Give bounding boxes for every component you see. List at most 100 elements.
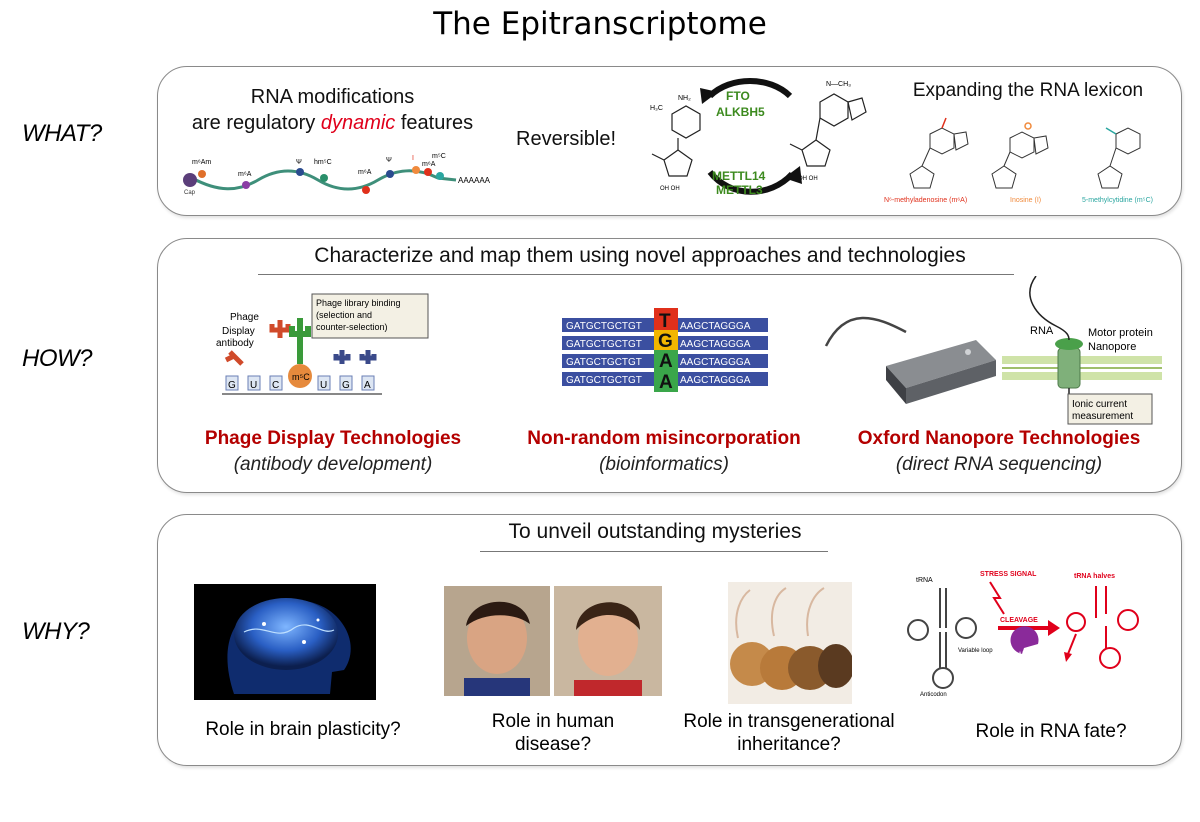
- child-2-shirt: [574, 680, 642, 696]
- m5c-methyl: [1105, 127, 1117, 135]
- usb-cable: [824, 316, 907, 347]
- base-6: G: [342, 380, 350, 391]
- lexicon-m5c: 5-methylcytidine (m⁵C): [1082, 197, 1153, 204]
- left-mol-nh2: NH₂: [678, 95, 691, 102]
- read-left-4: GATGCTGCTGT: [566, 375, 642, 386]
- why-header: To unveil outstanding mysteries: [508, 520, 802, 543]
- mouse-tail-2: [770, 587, 787, 637]
- nanopore-subtitle: (direct RNA sequencing): [895, 454, 1103, 475]
- phage-label-2: Display: [222, 326, 255, 337]
- antibody-blue-1: [333, 350, 351, 364]
- mod-dot-7: [412, 166, 420, 174]
- mod-dot-3: [296, 168, 304, 176]
- why-caption-brain: Role in brain plasticity?: [205, 719, 401, 740]
- lipid-membrane: [1002, 356, 1162, 380]
- col-base-a2: A: [659, 372, 673, 392]
- base-box-2: [247, 375, 261, 391]
- lexicon-molecules: N⁶-methyladenosine (m⁶A) Inosine (I) 5-m…: [884, 117, 1153, 204]
- motor-protein-label: Motor protein: [1088, 327, 1153, 339]
- nanopore-rna-label: RNA: [1030, 325, 1054, 337]
- mod-dot-9: [436, 172, 444, 180]
- side-label-why: WHY?: [22, 618, 90, 645]
- dynamic-word: dynamic: [320, 112, 396, 134]
- misinc-title: Non-random misincorporation: [527, 428, 801, 449]
- rna-strand: [191, 169, 457, 191]
- why-caption-inheritance: Role in transgenerational inheritance?: [683, 711, 895, 755]
- base-2: U: [250, 380, 257, 391]
- reversible-label: Reversible!: [516, 128, 617, 150]
- base-box-1: [225, 375, 239, 391]
- phage-callout-2: (selection and: [316, 310, 372, 320]
- ionic-current-2: measurement: [1072, 411, 1133, 422]
- mod-label-2: m⁶A: [238, 171, 252, 178]
- read-left-2: GATGCTGCTGT: [566, 339, 642, 350]
- trna-halves: [1066, 586, 1139, 669]
- phage-label-3: antibody: [216, 338, 254, 349]
- mod-dot-4: [320, 174, 328, 182]
- base-4: m⁵C: [292, 372, 310, 382]
- misincorporation-diagram: GATGCTGCTGT GATGCTGCTGT GATGCTGCTGT GATG…: [562, 308, 768, 392]
- misinc-subtitle: (bioinformatics): [599, 454, 729, 475]
- mod-label-7: I: [412, 155, 414, 162]
- mod-dot-1: [198, 170, 206, 178]
- mod-dot-2: [242, 181, 250, 189]
- eraser-fto: FTO: [726, 89, 750, 103]
- brain-image: [194, 584, 376, 700]
- mod-dot-5: [362, 186, 370, 194]
- col-base-t: T: [659, 311, 671, 332]
- children-photos: [444, 586, 662, 696]
- antibody-green: [289, 318, 311, 364]
- rna-line-1: RNA modifications: [250, 86, 415, 108]
- left-mol-text: H₃C: [650, 105, 663, 112]
- why-caption-rna-fate: Role in RNA fate?: [975, 721, 1127, 742]
- rna-line-2a: are regulatory: [191, 112, 321, 134]
- ang-label: ANG: [1018, 652, 1031, 658]
- trna-label: tRNA: [916, 577, 933, 584]
- ionic-current-box: [1067, 393, 1153, 425]
- read-right-2: AAGCTAGGGA: [680, 339, 751, 350]
- phage-callout-box: [311, 293, 429, 339]
- read-left-1: GATGCTGCTGT: [566, 321, 642, 332]
- mod-label-6: Ψ: [386, 157, 392, 164]
- mod-label-9: m⁵C: [432, 153, 446, 160]
- nanopore-diagram: RNA Motor protein Nanopore Ionic current…: [824, 276, 1162, 425]
- mod-label-1: m⁶Am: [192, 159, 211, 166]
- right-mol-nh: N—CH₃: [826, 81, 851, 88]
- left-nucleoside: [651, 105, 701, 177]
- col-box-g: [654, 330, 678, 350]
- base-box-7: [361, 375, 375, 391]
- child-1-shirt: [464, 678, 530, 696]
- rna-modifications-text: RNA modifications are regulatory dynamic…: [160, 84, 505, 136]
- rna-strand-diagram: Cap m⁶Am m⁶A Ψ hm⁵C m⁶A Ψ I m⁶A m⁵C AAAA…: [183, 153, 491, 196]
- nanopore-protein: [1057, 347, 1081, 389]
- left-mol-oh: OH OH: [660, 186, 680, 192]
- child-1-face: [467, 602, 527, 674]
- col-box-a1: [654, 350, 678, 370]
- phage-callout-1: Phage library binding: [316, 298, 401, 308]
- rna-strand-nanopore: [1029, 276, 1070, 341]
- lexicon-title: Expanding the RNA lexicon: [912, 80, 1144, 101]
- variable-loop-label: Variable loop: [958, 648, 993, 654]
- rna-line-2c: features: [395, 112, 474, 134]
- top-arrowhead: [700, 88, 718, 104]
- phage-label-1: Phage: [230, 312, 259, 323]
- antibody-blue-2: [359, 350, 377, 364]
- trna-diagram: tRNA Variable loop Anticodon STRESS SIGN…: [907, 571, 1139, 698]
- base-box-6: [339, 375, 353, 391]
- read-right-4: AAGCTAGGGA: [680, 375, 751, 386]
- how-header-rule: [258, 274, 1014, 275]
- anticodon-label: Anticodon: [920, 692, 947, 698]
- m5c-molecule: [1097, 127, 1141, 189]
- stress-signal-label: STRESS SIGNAL: [980, 571, 1037, 578]
- right-nucleoside: [789, 93, 867, 167]
- device-front: [886, 366, 906, 404]
- right-mol-oh: OH OH: [798, 176, 818, 182]
- bottom-arrow: [707, 170, 795, 195]
- ang-icon: [1010, 626, 1039, 654]
- base-7: A: [364, 380, 371, 391]
- cap-label: Cap: [184, 190, 196, 196]
- phage-display-diagram: Phage Display antibody Phage library bin…: [216, 293, 429, 395]
- device-side: [906, 360, 996, 404]
- eraser-alkbh5: ALKBH5: [716, 105, 765, 119]
- neuron-spark-3: [316, 618, 320, 622]
